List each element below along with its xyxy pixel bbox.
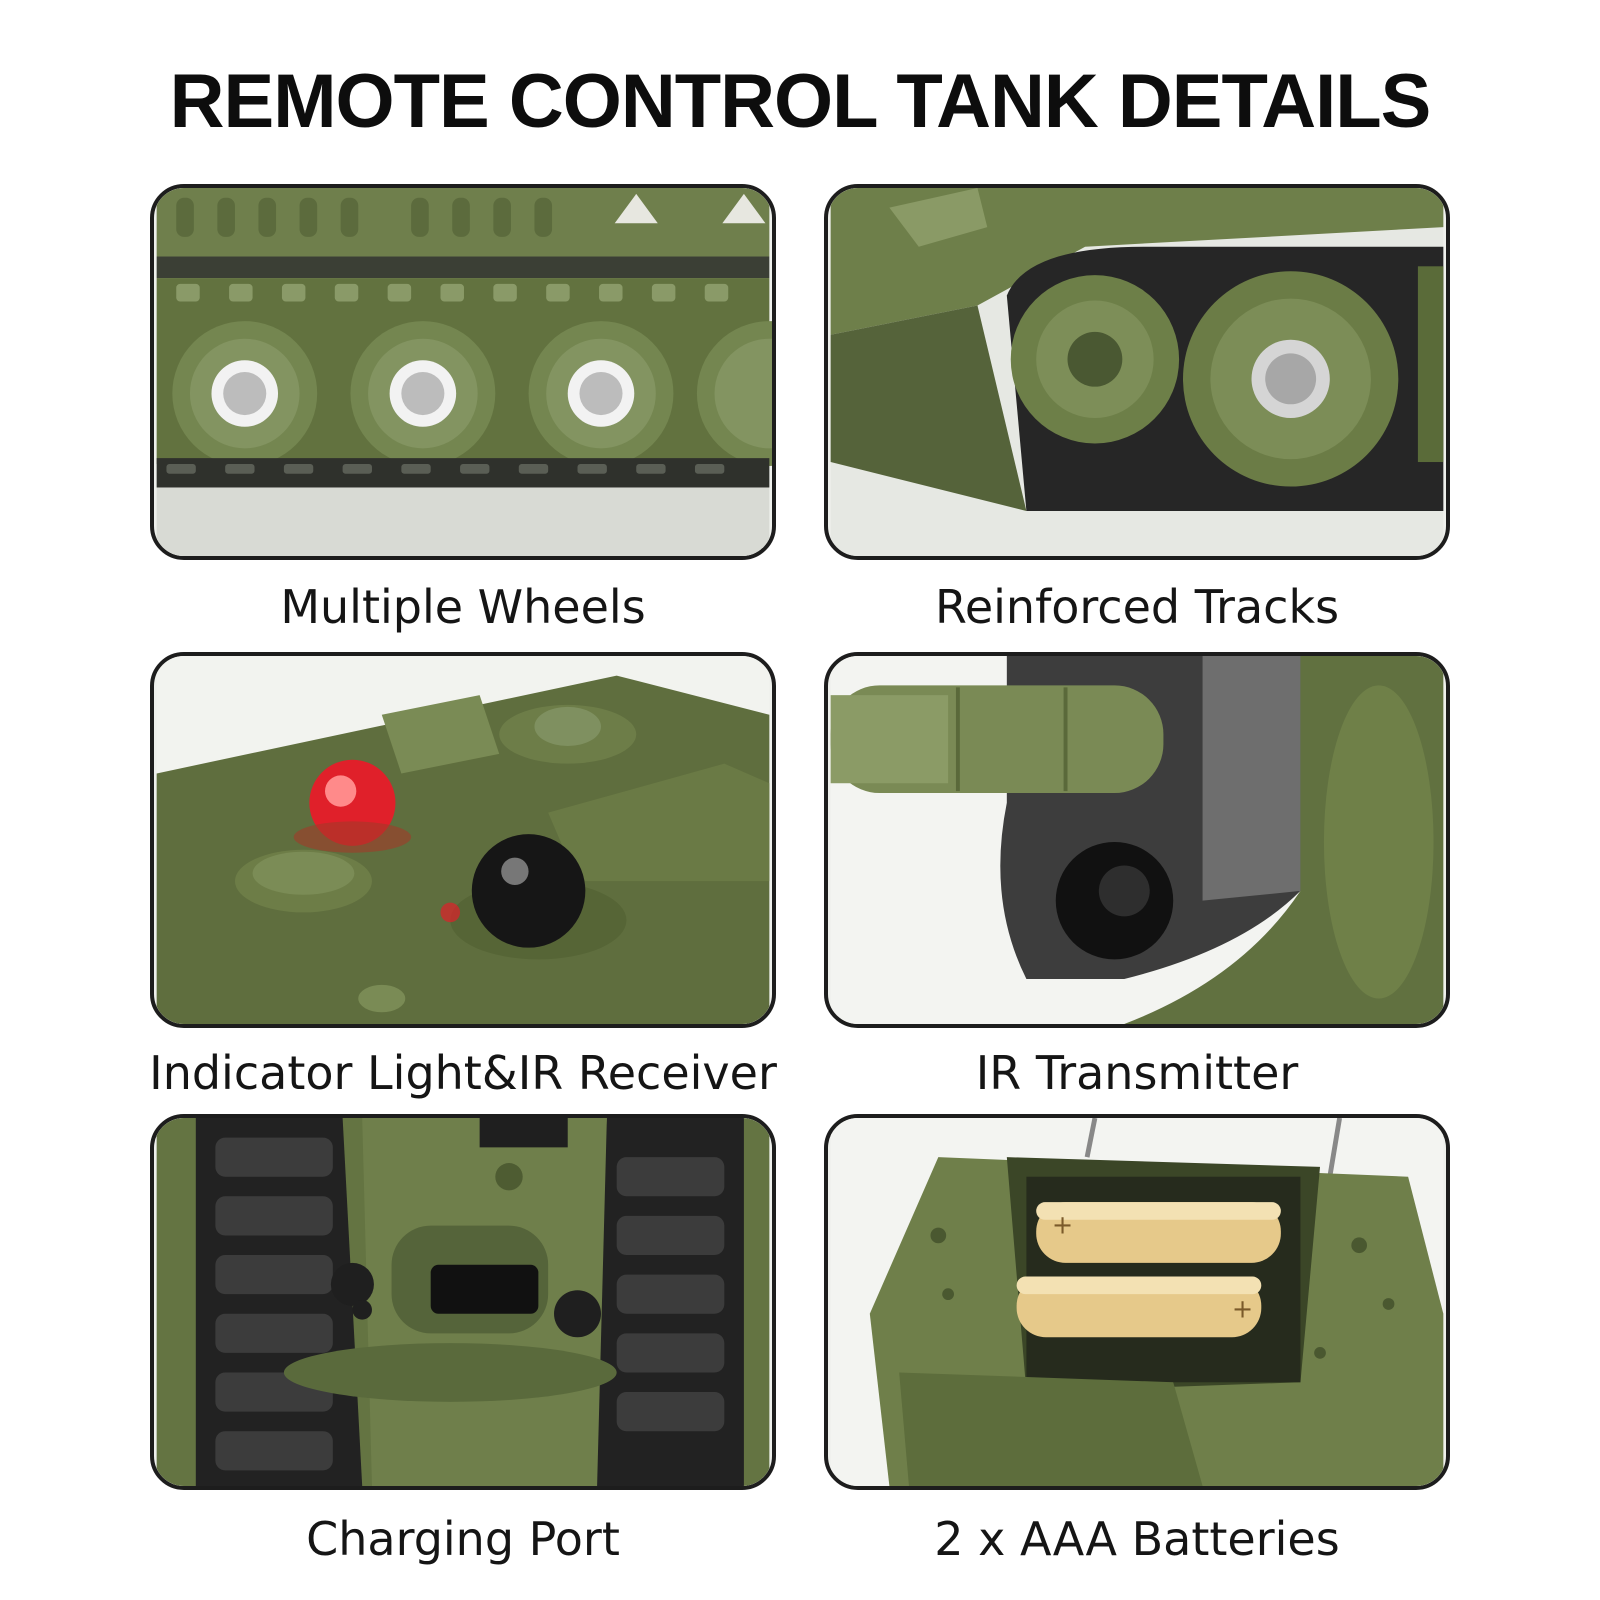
indicator-photo-panel: [150, 652, 776, 1028]
ir-transmitter-photo: [830, 656, 1444, 1024]
battery-plus-mark: +: [1052, 1209, 1073, 1239]
tank-tracks-photo: [830, 188, 1444, 556]
charging-port-photo: [156, 1118, 770, 1486]
charging-port-photo-panel: [150, 1114, 776, 1490]
tracks-photo-panel: [824, 184, 1450, 560]
caption-multiple-wheels: Multiple Wheels: [280, 580, 646, 634]
battery-plus-mark-2: +: [1232, 1294, 1253, 1324]
indicator-light-photo: [156, 656, 770, 1024]
caption-indicator-light-ir-receiver: Indicator Light&IR Receiver: [149, 1046, 777, 1100]
caption-2-aaa-batteries: 2 x AAA Batteries: [934, 1512, 1340, 1566]
batteries-photo-panel: + +: [824, 1114, 1450, 1490]
caption-charging-port: Charging Port: [306, 1512, 620, 1566]
caption-ir-transmitter: IR Transmitter: [975, 1046, 1299, 1100]
caption-reinforced-tracks: Reinforced Tracks: [934, 580, 1340, 634]
battery-compartment-photo: + +: [830, 1118, 1444, 1486]
tank-wheels-photo: [156, 188, 772, 556]
ir-transmitter-photo-panel: [824, 652, 1450, 1028]
wheels-photo-panel: [150, 184, 776, 560]
page-title: REMOTE CONTROL TANK DETAILS: [169, 59, 1432, 144]
